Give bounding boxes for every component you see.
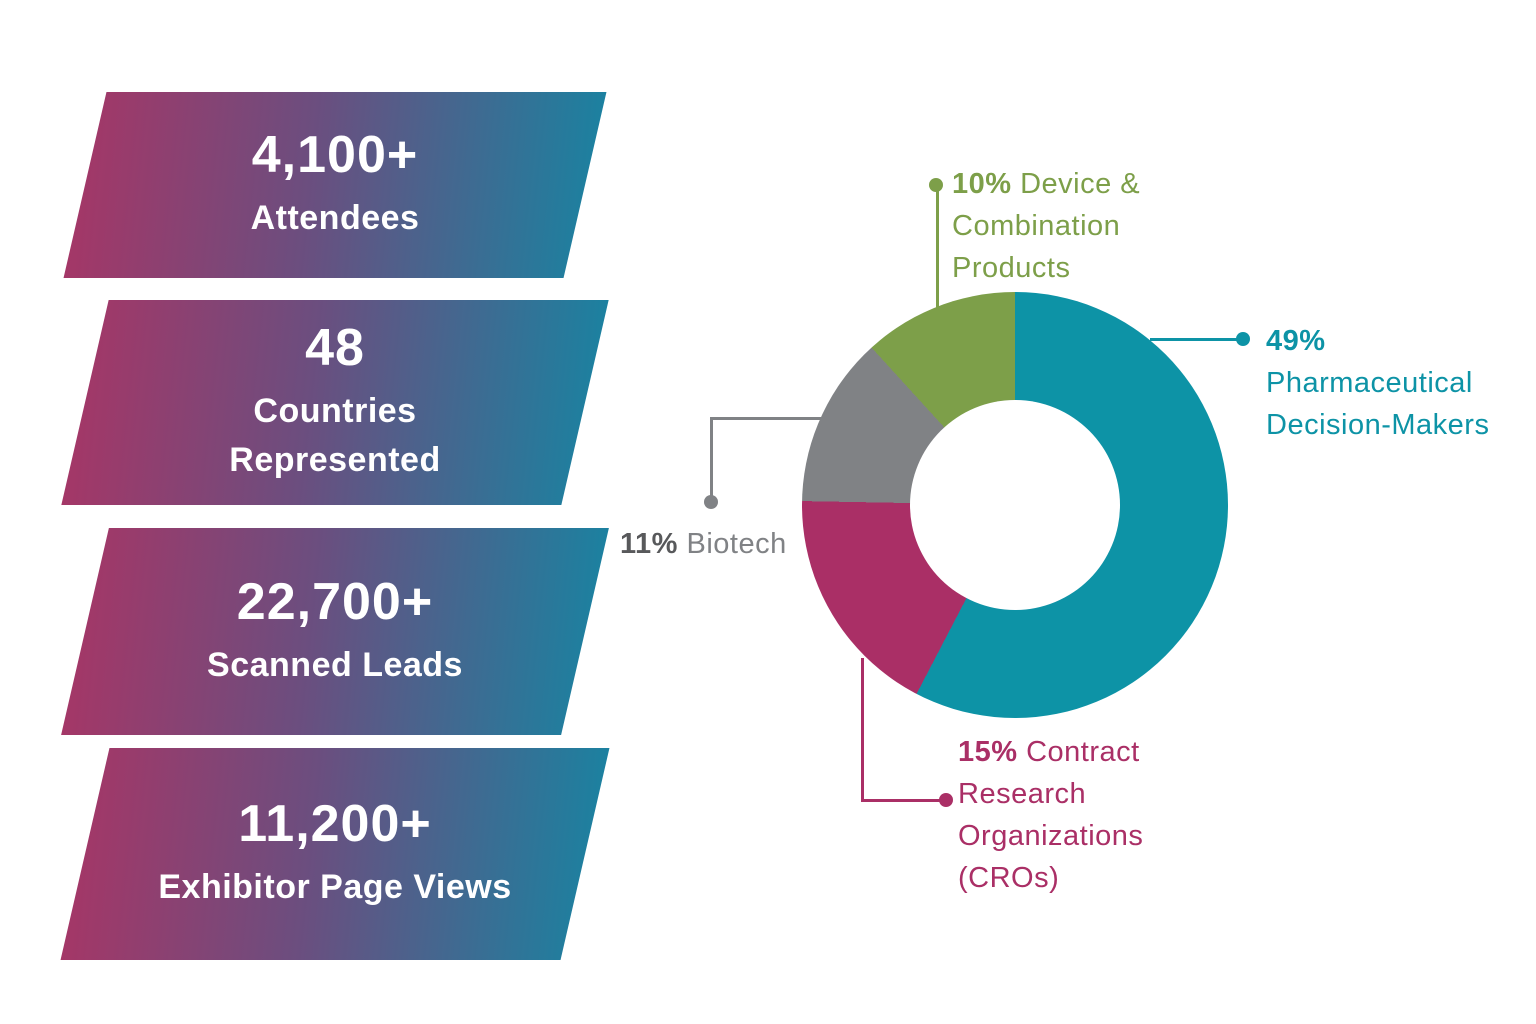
slice-label-pharma: 49% Pharmaceutical Decision-Makers	[1266, 320, 1489, 446]
slice-label-line: Combination	[952, 210, 1121, 242]
stat-value: 22,700+	[236, 572, 434, 631]
slice-label-device: 10% Device & Combination Products	[952, 163, 1140, 289]
stat-card-scanned-leads: 22,700+ Scanned Leads	[61, 528, 609, 735]
slice-label-line: Research	[958, 778, 1087, 810]
donut-hole	[910, 400, 1120, 610]
leader-line-cro-horizontal	[861, 799, 947, 802]
stat-card-content: 48 Countries Represented	[85, 300, 585, 505]
slice-label-cro: 15% Contract Research Organizations (CRO…	[958, 731, 1143, 899]
slice-pct: 11%	[620, 528, 678, 560]
stat-card-attendees: 4,100+ Attendees	[63, 92, 607, 278]
slice-label-line: Products	[952, 252, 1071, 284]
leader-dot-biotech	[704, 495, 718, 509]
slice-label-biotech: 11% Biotech	[620, 523, 787, 565]
stat-card-content: 22,700+ Scanned Leads	[85, 528, 585, 735]
slice-pct: 10%	[952, 168, 1012, 200]
leader-line-cro-vertical	[861, 658, 864, 802]
leader-dot-device	[929, 178, 943, 192]
stat-card-content: 11,200+ Exhibitor Page Views	[85, 748, 585, 960]
leader-line-device	[936, 190, 939, 336]
slice-pct: 15%	[958, 736, 1018, 768]
slice-pct: 49%	[1266, 325, 1326, 357]
leader-line-biotech-vertical	[710, 417, 713, 499]
slice-text: Contract	[1026, 736, 1140, 768]
leader-dot-pharma	[1236, 332, 1250, 346]
donut-chart	[802, 292, 1228, 718]
slice-label-line: Decision-Makers	[1266, 409, 1490, 441]
slice-label-line: (CROs)	[958, 862, 1060, 894]
leader-line-pharma	[1150, 338, 1240, 341]
stat-label: Countries Represented	[229, 392, 441, 480]
slice-label-line: 10% Device &	[952, 163, 1140, 205]
leader-line-biotech-horizontal	[710, 417, 858, 420]
stat-card-exhibitor-page-views: 11,200+ Exhibitor Page Views	[60, 748, 610, 960]
slice-text: Biotech	[686, 528, 787, 560]
leader-dot-cro	[939, 793, 953, 807]
stat-card-content: 4,100+ Attendees	[85, 92, 585, 278]
stat-card-countries: 48 Countries Represented	[61, 300, 609, 505]
stat-label: Attendees	[250, 199, 420, 238]
stat-label: Exhibitor Page Views	[158, 868, 512, 907]
stat-value: 48	[305, 319, 365, 378]
slice-label-line: Pharmaceutical	[1266, 367, 1473, 399]
slice-label-line: 15% Contract	[958, 731, 1143, 773]
slice-label-line: Organizations	[958, 820, 1144, 852]
stat-value: 11,200+	[238, 795, 432, 854]
slice-text: Device &	[1020, 168, 1141, 200]
stat-value: 4,100+	[251, 126, 419, 185]
stat-label: Scanned Leads	[207, 645, 463, 684]
